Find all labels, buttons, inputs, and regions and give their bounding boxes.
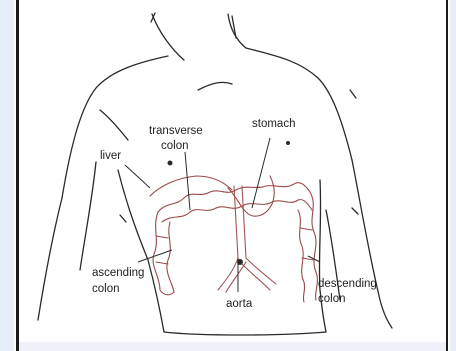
left-side-mark xyxy=(120,215,126,222)
right-shoulder xyxy=(246,48,352,160)
label-transverse-line2: colon xyxy=(161,140,189,152)
label-descending-line1: descending xyxy=(318,278,377,290)
label-liver: liver xyxy=(100,150,121,162)
digestive-organs xyxy=(150,176,317,302)
ascending-colon-inner xyxy=(167,222,174,292)
clavicle-mark xyxy=(198,82,232,90)
haustra-mark-3 xyxy=(300,228,312,230)
left-nipple xyxy=(168,161,173,166)
cecum xyxy=(160,290,174,295)
neck-right-line xyxy=(228,14,246,48)
right-side-mark xyxy=(352,208,358,214)
aorta-right-wall xyxy=(242,186,246,258)
stomach-leader xyxy=(252,138,270,208)
right-chest-mark xyxy=(350,90,356,98)
left-arm-inner xyxy=(80,162,96,270)
transverse-colon-bottom xyxy=(162,200,312,222)
transverse-colon-leader xyxy=(185,152,190,210)
haustra-mark xyxy=(156,236,168,238)
label-stomach: stomach xyxy=(252,118,295,130)
aorta-vessels xyxy=(218,186,276,292)
label-ascending-line2: colon xyxy=(92,283,120,295)
left-arm-outer xyxy=(38,198,62,320)
label-aorta: aorta xyxy=(226,298,253,310)
neck-left-line xyxy=(152,14,184,60)
left-chest-contour xyxy=(100,110,128,140)
left-iliac-outer xyxy=(218,258,238,290)
right-iliac-outer xyxy=(246,258,276,284)
descending-colon-inner xyxy=(298,210,305,302)
aorta-left-wall xyxy=(234,186,238,258)
label-transverse-line1: transverse xyxy=(149,125,203,137)
haustra-mark-2 xyxy=(156,262,168,264)
label-ascending-line1: ascending xyxy=(92,267,144,279)
liver-leader xyxy=(125,165,150,188)
left-iliac-inner xyxy=(226,262,246,292)
right-nipple xyxy=(286,141,290,145)
liver-outline xyxy=(150,176,232,196)
torso-right-side xyxy=(319,180,326,332)
label-descending-line2: colon xyxy=(318,293,346,305)
ascending-colon-outer xyxy=(153,212,160,290)
waist-line xyxy=(164,332,326,335)
torso-left-side xyxy=(118,170,164,332)
right-arm-outer xyxy=(352,160,392,328)
